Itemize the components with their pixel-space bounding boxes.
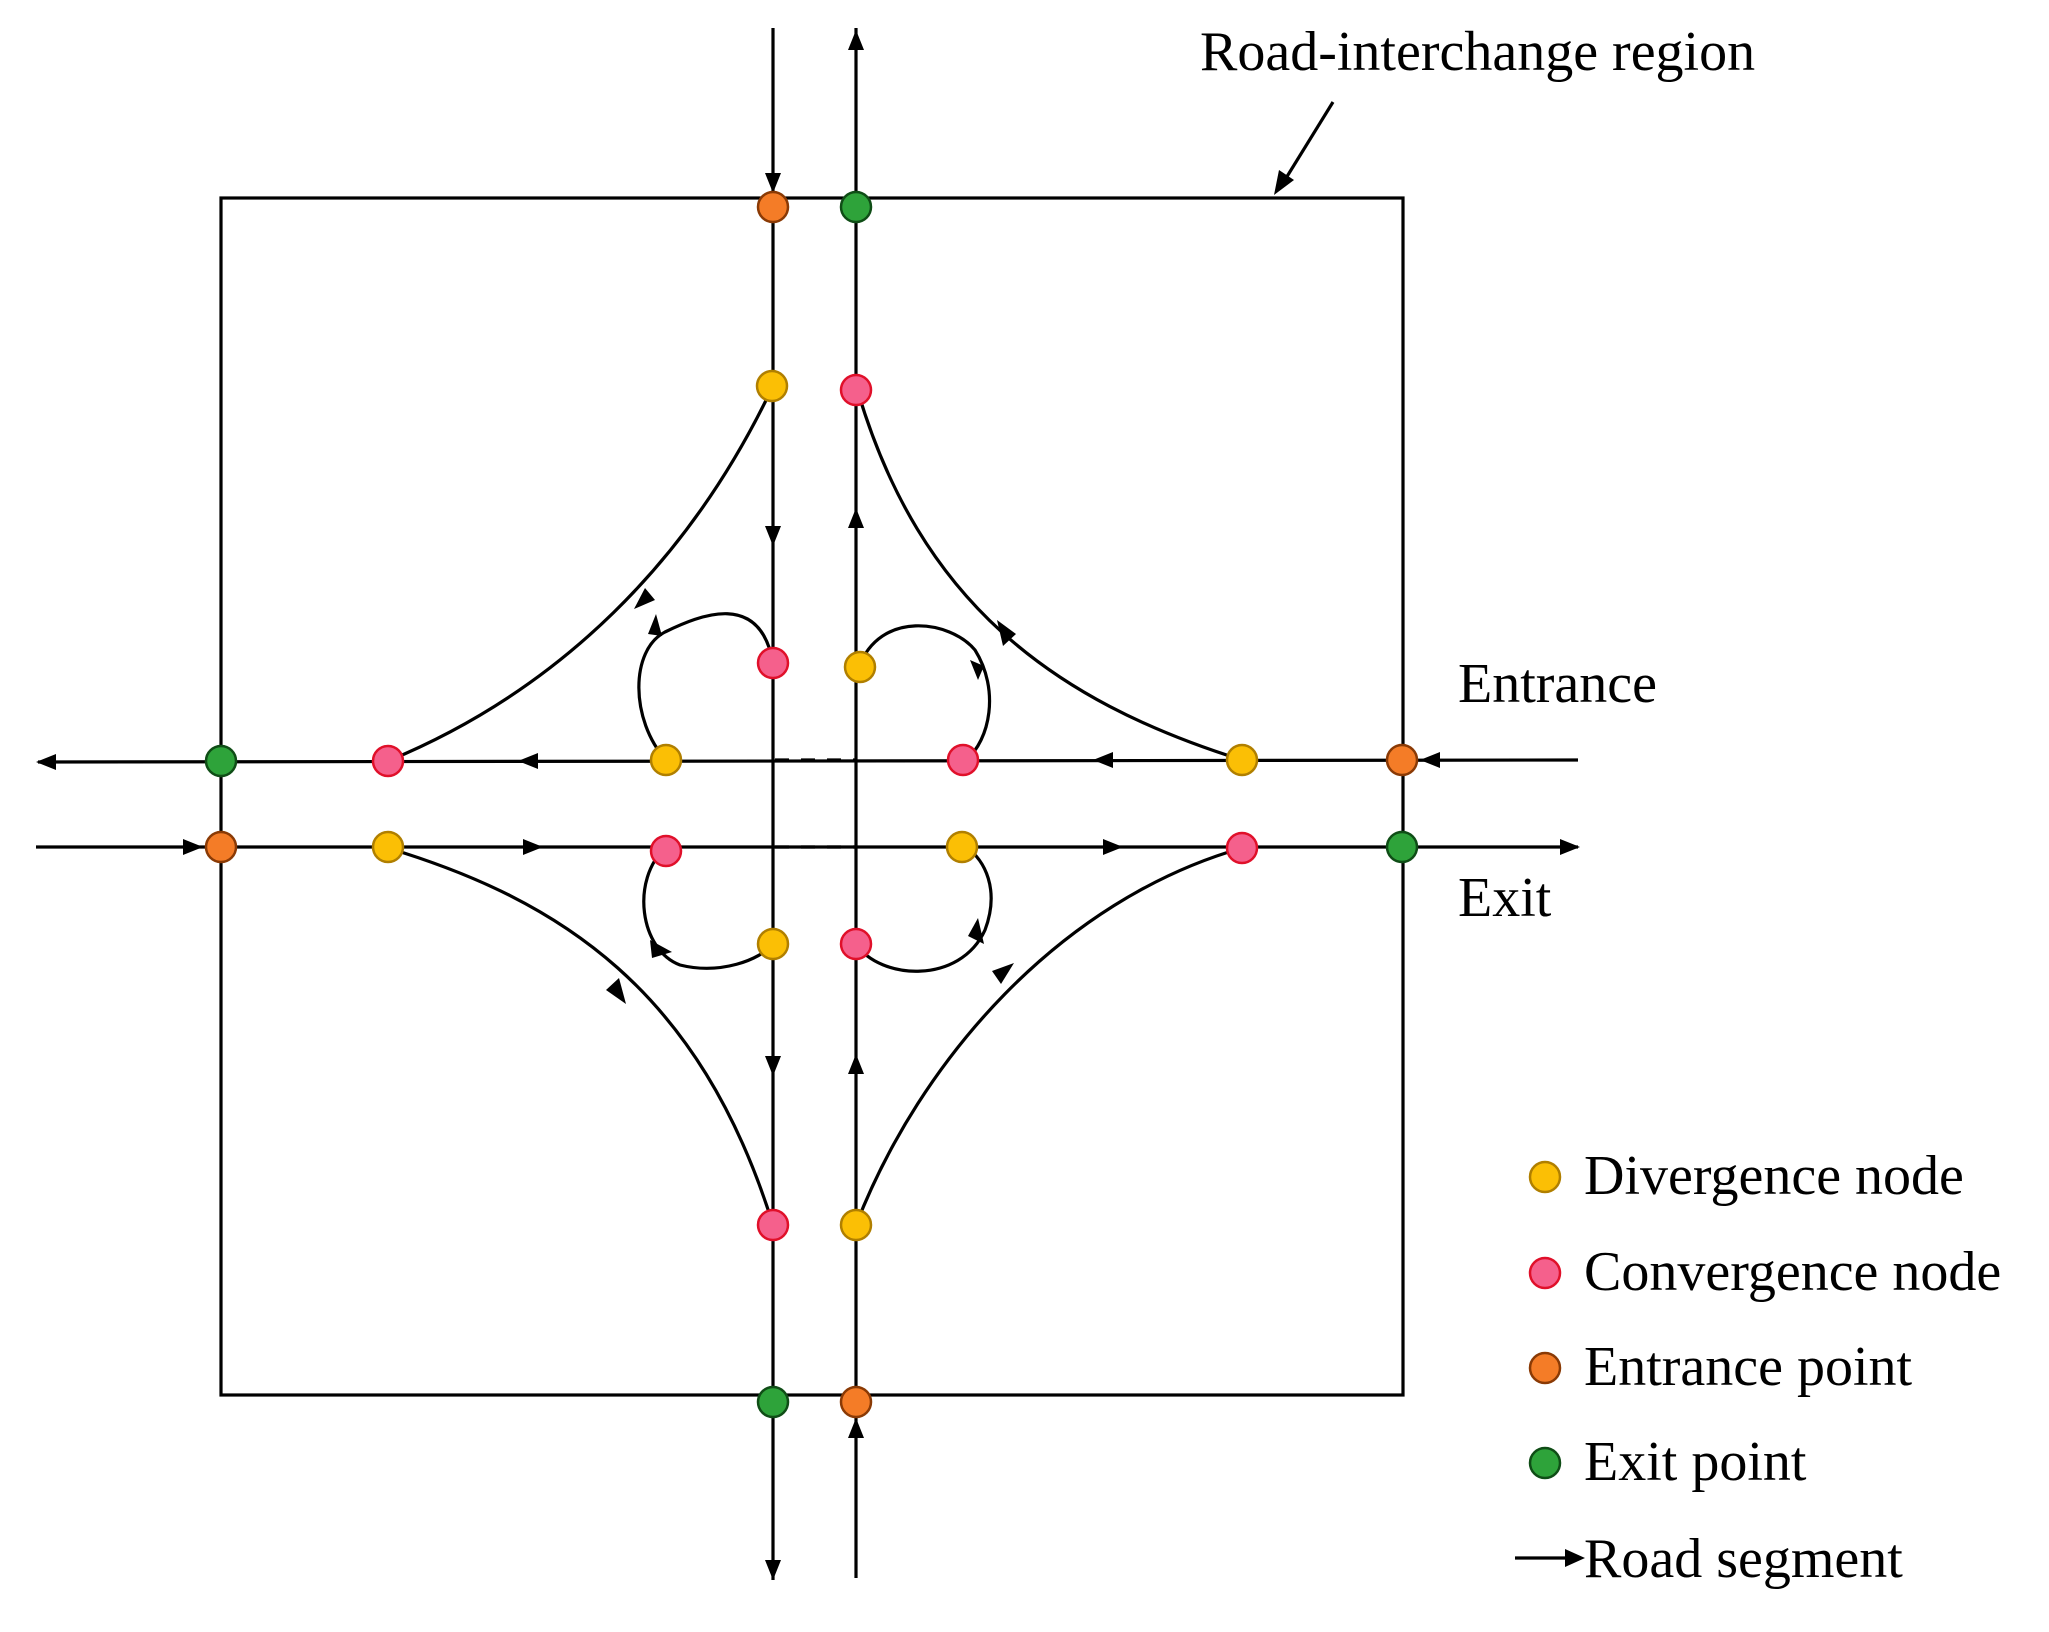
entrance-point-south xyxy=(839,1385,873,1419)
convergence-node xyxy=(839,927,873,961)
exit-point-north xyxy=(839,190,873,224)
legend-convergence-icon xyxy=(1528,1256,1562,1290)
divergence-node xyxy=(755,369,789,403)
main-road-arrows xyxy=(36,30,1580,1580)
legend: Divergence node Convergence node Entranc… xyxy=(1515,1145,2001,1590)
nodes-layer xyxy=(204,190,1419,1419)
legend-entrance-icon xyxy=(1528,1351,1562,1385)
legend-divergence-label: Divergence node xyxy=(1584,1145,1964,1207)
ramp-south-to-east xyxy=(854,846,1243,1226)
entrance-point-north xyxy=(756,190,790,224)
exit-label: Exit xyxy=(1458,867,1552,929)
divergence-node xyxy=(1225,743,1259,777)
main-roads xyxy=(36,28,1579,1580)
convergence-node xyxy=(756,1208,790,1242)
legend-exit-icon xyxy=(1528,1446,1562,1480)
legend-entrance-label: Entrance point xyxy=(1584,1336,1913,1398)
divergence-node xyxy=(756,927,790,961)
outer-ramps xyxy=(387,387,1243,1226)
exit-point-west xyxy=(204,744,238,778)
convergence-node xyxy=(1225,831,1259,865)
divergence-node xyxy=(839,1208,873,1242)
region-label: Road-interchange region xyxy=(1200,21,1755,83)
divergence-node xyxy=(843,650,877,684)
legend-road-segment-label: Road segment xyxy=(1584,1528,1903,1590)
interchange-region-box xyxy=(219,196,1405,1397)
divergence-node xyxy=(945,830,979,864)
loop-bottom-right xyxy=(854,845,993,973)
convergence-node xyxy=(371,744,405,778)
convergence-node xyxy=(839,373,873,407)
entrance-label: Entrance xyxy=(1458,653,1657,715)
loop-ramps xyxy=(637,612,993,973)
exit-point-south xyxy=(756,1385,790,1419)
loop-top-left xyxy=(637,612,775,762)
ramp-north-to-west xyxy=(387,387,774,763)
legend-exit-label: Exit point xyxy=(1584,1431,1807,1493)
legend-divergence-icon xyxy=(1528,1160,1562,1194)
loop-top-right xyxy=(857,624,992,762)
convergence-node xyxy=(756,646,790,680)
loop-bottom-left xyxy=(642,845,775,970)
legend-road-segment-icon xyxy=(1515,1549,1585,1567)
exit-point-east xyxy=(1385,830,1419,864)
convergence-node xyxy=(946,743,980,777)
convergence-node xyxy=(649,834,683,868)
divergence-node xyxy=(649,743,683,777)
ramp-east-to-north xyxy=(856,391,1243,762)
ramp-west-to-south xyxy=(387,846,775,1226)
entrance-point-west xyxy=(204,830,238,864)
region-callout-arrow xyxy=(1274,101,1335,195)
legend-convergence-label: Convergence node xyxy=(1584,1241,2001,1303)
divergence-node xyxy=(371,830,405,864)
entrance-point-east xyxy=(1385,743,1419,777)
